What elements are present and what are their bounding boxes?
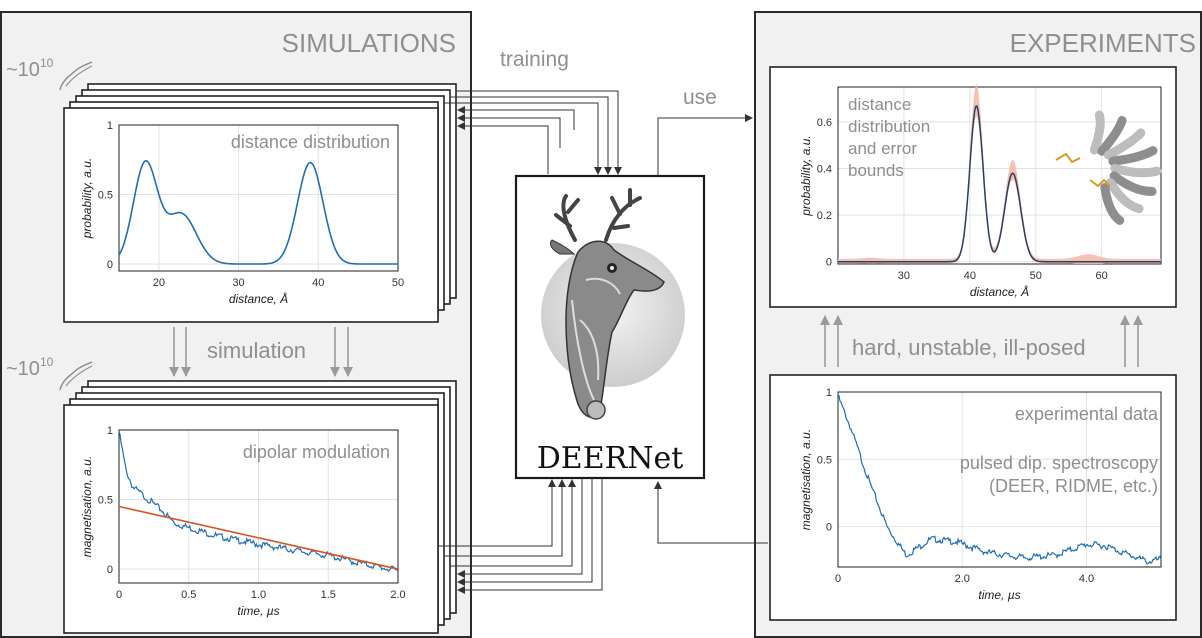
ill-posed-flow: hard, unstable, ill-posed [820,315,1143,367]
experimental-data-plot: 0 2.0 4.0 0 0.5 1 time, µs magnetisation, a.u. e… [799,387,1162,602]
x-axis-label: distance, Å [229,291,288,306]
use-arrow: use [657,86,753,176]
y-tick-label: 1 [107,425,113,437]
use-label: use [683,86,717,109]
deernet-box: DEERNet [514,174,706,480]
simulations-title: SIMULATIONS [282,28,456,58]
y-tick-label: 0.2 [817,210,832,222]
x-tick-label: 30 [898,270,910,282]
simulation-flow: simulation [169,327,353,377]
distance-distribution-label: distance distribution [231,132,390,152]
y-tick-label: 1 [826,387,832,399]
distance-label-line: bounds [848,161,904,180]
x-tick-label: 1.5 [321,589,336,601]
distance-label-line: and error [848,139,917,158]
dipolar-modulation-label: dipolar modulation [243,442,390,462]
distance-series-line [118,159,398,265]
x-axis-label: time, µs [237,604,279,618]
x-axis-label: time, µs [978,588,1020,602]
protein-structure-icon [1055,110,1162,225]
x-tick-label: 1.0 [251,589,266,601]
x-tick-label: 50 [392,277,404,289]
y-axis-label: magnetisation, a.u. [799,429,813,530]
experimental-distance-plot: 30 40 50 60 0 0.2 0.4 0.6 distance, Å probability… [799,84,1162,299]
x-tick-label: 0 [116,589,122,601]
x-tick-label: 30 [232,277,244,289]
y-tick-label: 1 [107,120,113,132]
y-tick-label: 0.5 [98,190,113,202]
x-tick-label: 0.5 [181,589,196,601]
x-tick-label: 0 [835,573,841,585]
ill-posed-label: hard, unstable, ill-posed [852,335,1086,360]
experimental-distance-line [838,105,1161,263]
experimental-signal-line [837,394,1162,565]
x-tick-label: 40 [964,270,976,282]
y-tick-label: 0.5 [98,495,113,507]
x-tick-label: 20 [153,277,165,289]
deernet-label: DEERNet [537,441,684,476]
x-tick-label: 40 [312,277,324,289]
simulation-label: simulation [207,338,306,363]
axes-box [837,86,1162,265]
spectroscopy-label: pulsed dip. spectroscopy [960,453,1158,473]
distance-label-line: distribution [848,117,930,136]
x-tick-label: 60 [1096,270,1108,282]
methods-label: (DEER, RIDME, etc.) [989,476,1158,496]
stack-count-top: ~1010 [6,56,93,91]
deer-logo-icon [541,188,685,420]
stack-count-bottom: ~1010 [6,355,93,391]
axes-box [837,391,1162,568]
y-tick-label: 0 [826,522,832,534]
y-tick-label: 0.5 [817,454,832,466]
y-axis-label: probability, a.u. [80,158,94,240]
experiments-title: EXPERIMENTS [1010,28,1196,58]
distance-label-line: distance [848,95,911,114]
y-axis-label: probability, a.u. [799,135,813,217]
y-tick-label: 0.6 [817,117,832,129]
brace-icon [59,61,93,91]
x-axis-label: distance, Å [970,284,1029,299]
x-tick-label: 4.0 [1079,573,1094,585]
x-tick-label: 2.0 [390,589,405,601]
simulated-dipolar-plot: 0 0.5 1.0 1.5 2.0 0 0.5 1 time, µs magnetisation,… [80,425,406,618]
x-tick-label: 2.0 [955,573,970,585]
y-tick-label: 0 [107,564,113,576]
x-tick-label: 50 [1030,270,1042,282]
training-label: training [500,48,569,71]
y-tick-label: 0.4 [817,164,832,176]
background-fit-line [118,505,399,570]
simulated-distance-plot: 20 30 40 50 0 0.5 1 distance, Å probability, a.u… [80,120,404,306]
svg-text:~1010: ~1010 [6,355,54,380]
bottom-training-arrows [438,478,603,594]
y-tick-label: 0 [826,257,832,269]
axes-box [118,124,399,272]
training-arrows: training [444,48,622,175]
data-input-arrow [654,481,768,544]
svg-text:~1010: ~1010 [6,56,54,81]
experimental-data-label: experimental data [1015,404,1159,424]
y-tick-label: 0 [107,259,113,271]
y-axis-label: magnetisation, a.u. [80,456,94,557]
